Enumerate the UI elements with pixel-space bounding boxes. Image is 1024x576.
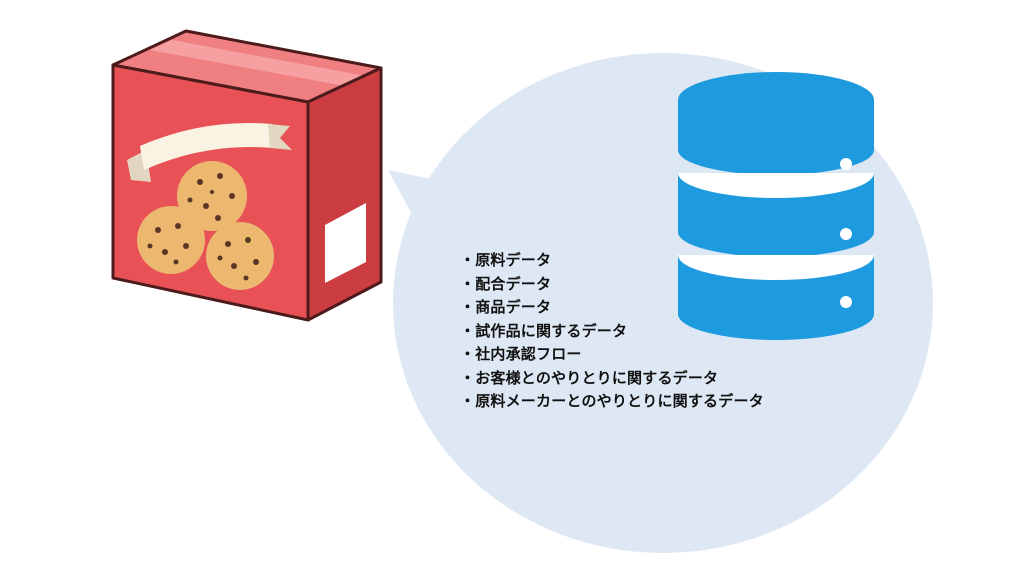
cookie-left [137, 206, 205, 274]
data-list: ・原料データ ・配合データ ・商品データ ・試作品に関するデータ ・社内承認フロ… [460, 249, 764, 414]
list-item: ・お客様とのやりとりに関するデータ [460, 368, 719, 387]
ribbon-banner [127, 122, 292, 182]
list-item: ・原料データ [460, 251, 552, 269]
list-item: ・商品データ [460, 298, 552, 316]
database-icon [678, 72, 874, 340]
list-item: ・試作品に関するデータ [460, 321, 628, 340]
cookie-top [177, 161, 247, 231]
list-item: ・社内承認フロー [460, 345, 582, 363]
cookie-box-icon [111, 29, 383, 322]
cookie-right [206, 222, 274, 290]
list-item: ・原料メーカーとのやりとりに関するデータ [460, 392, 764, 410]
list-item: ・配合データ [460, 274, 552, 293]
